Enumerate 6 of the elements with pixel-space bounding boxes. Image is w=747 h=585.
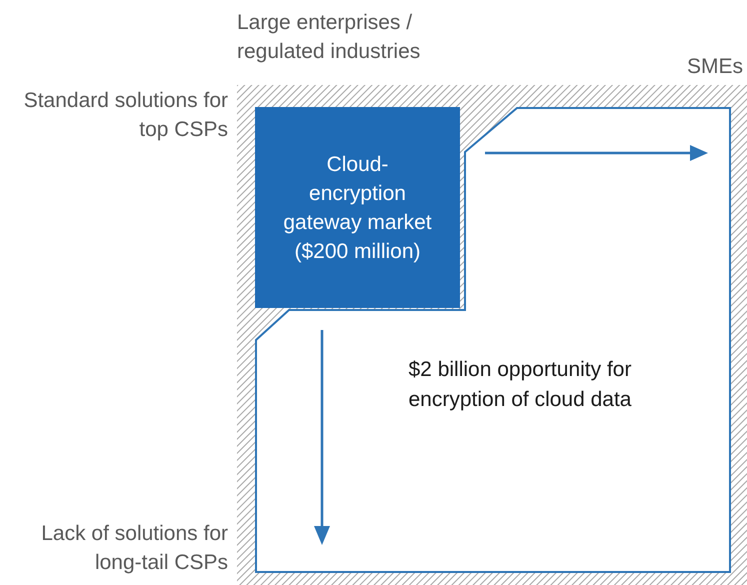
axis-label: Lack of solutions for long-tail CSPs bbox=[40, 521, 228, 576]
axis-label: Standard solutions for top CSPs bbox=[22, 88, 228, 143]
opportunity-text: $2 billion opportunity for encryption of cloud data bbox=[408, 357, 632, 413]
market-box: Cloud-encryption gateway market ($200 million) bbox=[255, 107, 460, 308]
axis-label: SMEs bbox=[686, 54, 743, 80]
axis-label: Large enterprises / regulated industries bbox=[237, 10, 422, 65]
